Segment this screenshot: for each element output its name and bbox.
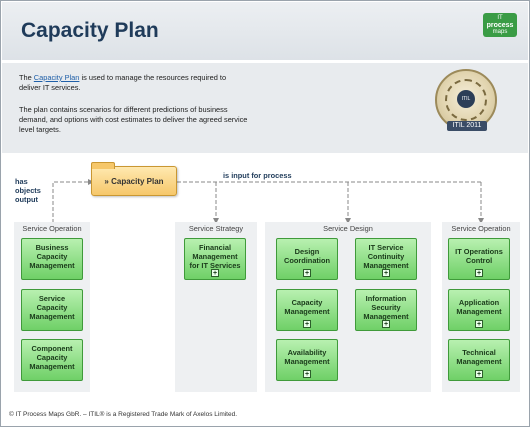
expand-plus-icon[interactable]: + (382, 269, 390, 277)
process-label: Component Capacity Management (29, 343, 75, 371)
capacity-plan-object[interactable]: » Capacity Plan (91, 162, 177, 196)
expand-plus-icon[interactable]: + (475, 269, 483, 277)
process-availability-management[interactable]: Availability Management + (276, 339, 338, 381)
intro-text-post: is used to manage the resources required… (19, 73, 227, 92)
badge-ring (445, 79, 487, 121)
process-information-security-management[interactable]: Information Security Management + (355, 289, 417, 331)
process-it-service-continuity-management[interactable]: IT Service Continuity Management + (355, 238, 417, 280)
object-tab (91, 162, 115, 169)
process-financial-management[interactable]: Financial Management for IT Services + (184, 238, 246, 280)
process-label: Financial Management for IT Services (189, 242, 241, 270)
process-service-capacity-management[interactable]: Service Capacity Management (21, 289, 83, 331)
has-objects-output-label: has objects output (15, 177, 41, 204)
process-label: Capacity Management (284, 298, 330, 316)
process-label: IT Service Continuity Management (363, 242, 409, 270)
process-label: Technical Management (456, 348, 502, 366)
expand-plus-icon[interactable]: + (475, 320, 483, 328)
expand-plus-icon[interactable]: + (382, 320, 390, 328)
badge-core: ITIL (457, 90, 475, 108)
process-label: Service Capacity Management (29, 293, 75, 321)
it-process-maps-logo[interactable]: IT process maps (483, 13, 517, 37)
process-it-operations-control[interactable]: IT Operations Control + (448, 238, 510, 280)
expand-plus-icon[interactable]: + (303, 269, 311, 277)
intro-paragraph-1: The Capacity Plan is used to manage the … (19, 73, 249, 93)
input-for-process-label: is input for process (223, 171, 292, 180)
process-label: IT Operations Control (455, 247, 503, 265)
logo-line-1: IT (497, 15, 503, 21)
header-bar: Capacity Plan IT process maps (2, 2, 528, 60)
capacity-plan-object-label: » Capacity Plan (104, 177, 164, 186)
group-label: Service Strategy (188, 224, 244, 233)
intro-text-pre: The (19, 73, 34, 82)
expand-plus-icon[interactable]: + (303, 370, 311, 378)
expand-plus-icon[interactable]: + (475, 370, 483, 378)
process-label: Availability Management (284, 348, 330, 366)
intro-paragraph-2: The plan contains scenarios for differen… (19, 105, 248, 134)
process-label: Information Security Management (363, 293, 409, 321)
itil-badge-label: ITIL 2011 (447, 121, 487, 131)
process-component-capacity-management[interactable]: Component Capacity Management (21, 339, 83, 381)
process-capacity-management[interactable]: Capacity Management + (276, 289, 338, 331)
page-title: Capacity Plan (21, 19, 159, 42)
process-label: Application Management (456, 298, 502, 316)
process-technical-management[interactable]: Technical Management + (448, 339, 510, 381)
copyright-footer: © IT Process Maps GbR. – ITIL® is a Regi… (9, 411, 238, 418)
group-label: Service Design (323, 224, 373, 233)
group-label: Service Operation (451, 224, 511, 233)
arrow-output-line (52, 179, 94, 223)
group-label: Service Operation (22, 224, 82, 233)
process-design-coordination[interactable]: Design Coordination + (276, 238, 338, 280)
logo-line-2: process (486, 22, 514, 29)
process-business-capacity-management[interactable]: Business Capacity Management (21, 238, 83, 280)
process-application-management[interactable]: Application Management + (448, 289, 510, 331)
itil-badge-icon: ITIL (435, 69, 497, 131)
process-label: Business Capacity Management (29, 242, 75, 270)
capacity-plan-link[interactable]: Capacity Plan (33, 73, 80, 82)
expand-plus-icon[interactable]: + (303, 320, 311, 328)
logo-line-3: maps (492, 29, 508, 35)
process-label: Design Coordination (284, 247, 330, 265)
expand-plus-icon[interactable]: + (211, 269, 219, 277)
